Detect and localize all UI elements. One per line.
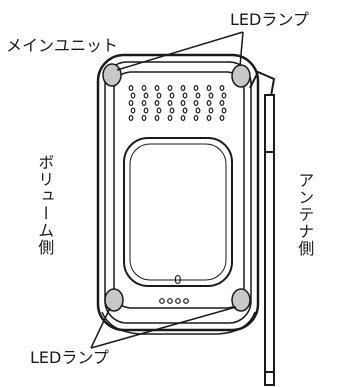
grille-hole	[208, 92, 214, 99]
grille-hole	[154, 114, 160, 121]
grille-hole	[156, 107, 162, 114]
grille-hole	[206, 84, 212, 91]
grille-hole	[141, 84, 147, 91]
grille-hole	[182, 107, 188, 114]
grille-hole	[180, 84, 186, 91]
grille-hole	[180, 114, 186, 121]
grille-hole	[154, 84, 160, 91]
grille-hole	[143, 107, 149, 114]
display-window	[123, 137, 233, 287]
bottom-dots	[159, 298, 189, 304]
grille-hole	[221, 92, 227, 99]
grille-hole	[206, 114, 212, 121]
grille-hole	[130, 92, 136, 99]
antenna	[249, 70, 276, 386]
antenna-side-label: アンテナ側	[295, 172, 315, 257]
led-top-left	[102, 63, 122, 87]
grille-hole	[141, 114, 147, 121]
leader-top-left	[116, 31, 244, 71]
led-top-right	[231, 64, 251, 88]
main-unit-label: メインユニット	[6, 36, 119, 55]
grille-hole	[141, 99, 147, 106]
grille-hole	[156, 92, 162, 99]
grille-hole	[193, 114, 199, 121]
grille-hole	[180, 99, 186, 106]
led-bottom-right	[231, 288, 251, 312]
grille-hole	[208, 107, 214, 114]
grille-hole	[167, 84, 173, 91]
volume-side-label: ボリューム側	[35, 154, 55, 256]
led-top-label: LEDランプ	[230, 10, 309, 29]
leader-bottom-right	[90, 306, 237, 349]
leader-top-right	[239, 31, 244, 67]
grille-hole	[169, 92, 175, 99]
grille-hole	[219, 114, 225, 121]
grille-hole	[219, 99, 225, 106]
center-mark: 0	[174, 273, 182, 287]
grille-hole	[195, 92, 201, 99]
grille-hole	[219, 84, 225, 91]
grille-hole	[128, 114, 134, 121]
leader-bottom-left	[90, 307, 111, 349]
grille-hole	[169, 107, 175, 114]
grille-hole	[128, 99, 134, 106]
grille-hole	[193, 84, 199, 91]
grille-hole	[182, 92, 188, 99]
led-bottom-label: LEDランプ	[30, 348, 109, 367]
grille-hole	[193, 99, 199, 106]
grille-hole	[167, 99, 173, 106]
speaker-grille	[128, 84, 227, 121]
grille-hole	[195, 107, 201, 114]
grille-hole	[206, 99, 212, 106]
grille-hole	[221, 107, 227, 114]
grille-hole	[154, 99, 160, 106]
outer-housing	[96, 53, 260, 332]
grille-hole	[130, 107, 136, 114]
grille-hole	[143, 92, 149, 99]
led-bottom-left	[104, 288, 124, 312]
grille-hole	[167, 114, 173, 121]
grille-hole	[128, 84, 134, 91]
